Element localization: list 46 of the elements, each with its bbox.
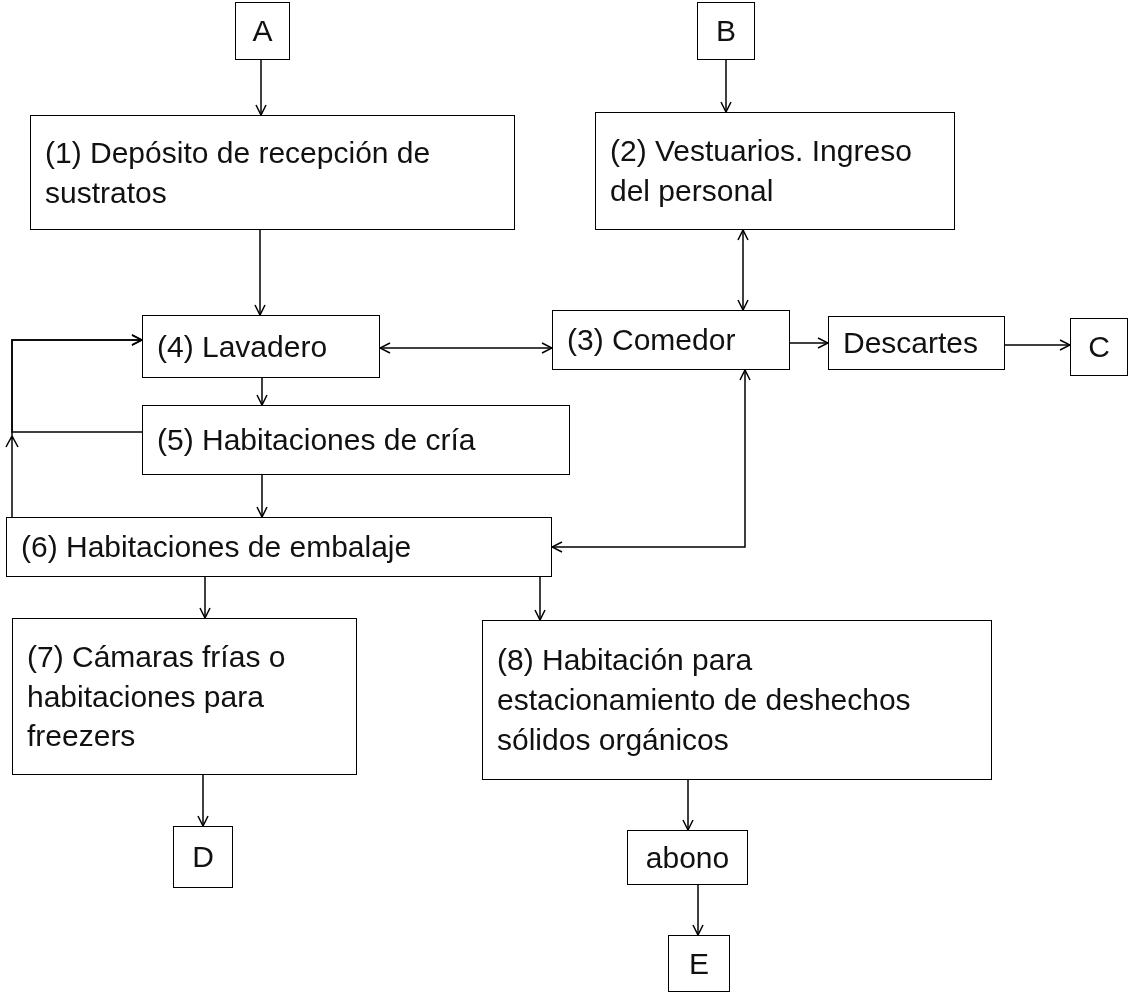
process-box xyxy=(668,935,730,992)
arrow xyxy=(551,369,751,553)
process-box xyxy=(627,830,748,885)
box-label: (2) Vestuarios. Ingreso del personal xyxy=(610,133,913,209)
process-box xyxy=(552,310,790,370)
box-label: Descartes xyxy=(843,325,979,362)
process-box xyxy=(235,2,290,60)
process-box xyxy=(697,2,755,60)
box-label: B xyxy=(716,13,736,50)
process-box xyxy=(1070,318,1128,376)
box-label: (4) Lavadero xyxy=(157,328,328,365)
process-box xyxy=(6,517,552,577)
box-label: (6) Habitaciones de embalaje xyxy=(21,529,412,566)
arrow xyxy=(534,576,546,621)
arrow xyxy=(379,342,553,354)
box-label: (1) Depósito de recepción de sustratos xyxy=(45,134,432,211)
box-label: (5) Habitaciones de cría xyxy=(157,422,476,459)
arrow xyxy=(199,576,211,619)
arrow xyxy=(255,59,267,116)
box-label: (3) Comedor xyxy=(567,322,736,359)
arrow xyxy=(720,59,732,113)
box-label: abono xyxy=(645,839,730,876)
arrow xyxy=(254,229,266,316)
process-box xyxy=(30,115,515,230)
process-box xyxy=(12,618,357,775)
arrow xyxy=(1004,339,1071,351)
process-box xyxy=(482,620,992,780)
arrow xyxy=(197,774,209,827)
box-label: C xyxy=(1088,329,1110,366)
arrow xyxy=(256,377,268,406)
arrow xyxy=(692,884,704,936)
process-box xyxy=(142,315,380,378)
process-box xyxy=(142,405,570,475)
process-box xyxy=(173,826,233,888)
arrow xyxy=(256,474,268,518)
arrow xyxy=(682,779,694,831)
box-label: A xyxy=(252,13,273,50)
arrow xyxy=(789,337,829,349)
arrow xyxy=(5,334,143,518)
box-label: (8) Habitación para estacionamiento de deshechos sólidos orgánicos xyxy=(497,642,912,758)
box-label: D xyxy=(192,839,214,876)
box-label: (7) Cámaras frías o habitaciones para freezers xyxy=(27,638,287,755)
arrow xyxy=(737,229,749,311)
box-label: E xyxy=(689,945,709,982)
process-box xyxy=(828,316,1005,370)
process-box xyxy=(595,112,955,230)
